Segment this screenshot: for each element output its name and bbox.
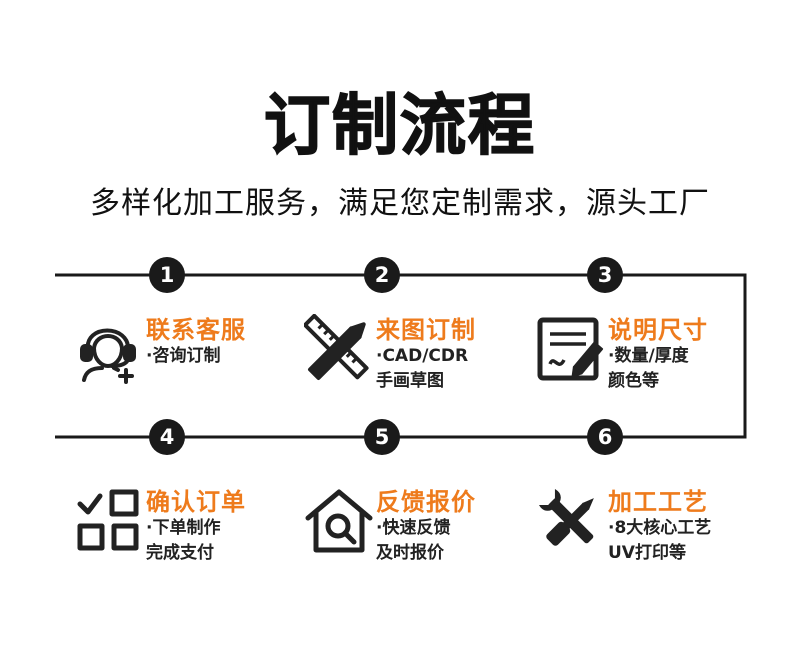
tools-wrench-screwdriver-icon (539, 489, 594, 546)
step-description: ·快速反馈 及时报价 (376, 516, 450, 566)
step-title: 加工工艺 (608, 488, 708, 516)
step-title: 联系客服 (146, 316, 246, 344)
step-title: 反馈报价 (376, 488, 476, 516)
ruler-pencil-icon (304, 314, 369, 380)
step-description-line: 颜色等 (608, 371, 659, 391)
house-search-icon (305, 489, 373, 553)
step-description-line: ·8大核心工艺 (608, 518, 712, 538)
page-subtitle: 多样化加工服务，满足您定制需求，源头工厂 (90, 186, 710, 221)
customer-service-headset-icon (80, 328, 136, 384)
step-number-badge: 2 (364, 257, 400, 293)
page-title: 订制流程 (263, 86, 536, 165)
step-description: ·8大核心工艺 UV打印等 (608, 516, 711, 566)
document-edit-icon (537, 317, 604, 381)
step-number-badge: 1 (149, 257, 185, 293)
step-number-badge: 4 (149, 419, 185, 455)
step-description-line: ·数量/厚度 (608, 346, 689, 366)
step-description-line: ·下单制作 (146, 518, 221, 538)
step-description: ·数量/厚度 颜色等 (608, 344, 689, 394)
step-number-badge: 3 (587, 257, 623, 293)
step-description: ·CAD/CDR 手画草图 (376, 344, 468, 394)
step-number-badge: 6 (587, 419, 623, 455)
checklist-icon (77, 489, 139, 551)
step-title: 说明尺寸 (608, 316, 708, 344)
step-description-line: UV打印等 (608, 543, 686, 563)
step-number-badge: 5 (364, 419, 400, 455)
step-description-line: 及时报价 (376, 543, 444, 563)
step-description-line: ·CAD/CDR (376, 346, 469, 366)
step-description: ·下单制作 完成支付 (146, 516, 220, 566)
step-title: 确认订单 (146, 488, 246, 516)
step-description: ·咨询订制 (146, 344, 220, 369)
step-title: 来图订制 (376, 316, 476, 344)
step-description-line: ·咨询订制 (146, 346, 221, 366)
step-description-line: 手画草图 (376, 371, 444, 391)
step-description-line: 完成支付 (146, 543, 214, 563)
step-description-line: ·快速反馈 (376, 518, 451, 538)
